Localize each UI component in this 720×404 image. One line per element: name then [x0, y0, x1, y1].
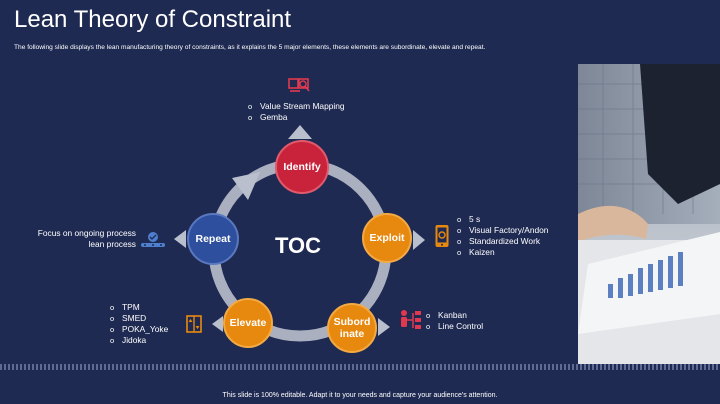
org-chart-icon — [401, 310, 421, 329]
elevate-arrow-left — [212, 316, 223, 332]
list-item: 5 s — [457, 214, 548, 225]
node-elevate: Elevate — [223, 298, 273, 348]
exploit-arrow-right — [413, 230, 425, 250]
page-subtitle: The following slide displays the lean ma… — [14, 44, 486, 51]
identify-points: Value Stream Mapping Gemba — [248, 101, 345, 123]
list-item: Kanban — [426, 310, 483, 321]
list-item: POKA_Yoke — [110, 324, 168, 335]
elevate-points: TPM SMED POKA_Yoke Jidoka — [110, 302, 168, 346]
list-item: Kaizen — [457, 247, 548, 258]
subordinate-points: Kanban Line Control — [426, 310, 483, 332]
page-title: Lean Theory of Constraint — [14, 6, 292, 33]
list-item: Jidoka — [110, 335, 168, 346]
node-identify: Identify — [275, 140, 329, 194]
node-exploit: Exploit — [362, 213, 412, 263]
search-cubes-icon — [288, 78, 310, 92]
list-item: Gemba — [248, 112, 345, 123]
footer-note: This slide is 100% editable. Adapt it to… — [222, 392, 498, 399]
list-item: SMED — [110, 313, 168, 324]
repeat-arrow-left — [174, 230, 186, 248]
subordinate-arrow-right — [378, 318, 390, 336]
exploit-points: 5 s Visual Factory/Andon Standardized Wo… — [457, 214, 548, 258]
list-item: TPM — [110, 302, 168, 313]
elevator-icon — [186, 315, 202, 333]
business-laptop-photo — [578, 64, 720, 370]
node-subordinate: Subord inate — [327, 303, 377, 353]
repeat-note: Focus on ongoing process lean process — [37, 228, 136, 249]
footer-divider — [0, 364, 720, 370]
node-repeat: Repeat — [187, 213, 239, 265]
identify-arrow-up — [288, 125, 312, 139]
list-item: Line Control — [426, 321, 483, 332]
toc-center-label: TOC — [274, 233, 322, 258]
list-item: Visual Factory/Andon — [457, 225, 548, 236]
cycle-arrow-head — [232, 172, 260, 200]
process-conveyor-icon — [141, 232, 165, 247]
list-item: Standardized Work — [457, 236, 548, 247]
mobile-gear-icon — [435, 225, 449, 247]
node-subordinate-label: Subord inate — [333, 315, 371, 340]
list-item: Value Stream Mapping — [248, 101, 345, 112]
